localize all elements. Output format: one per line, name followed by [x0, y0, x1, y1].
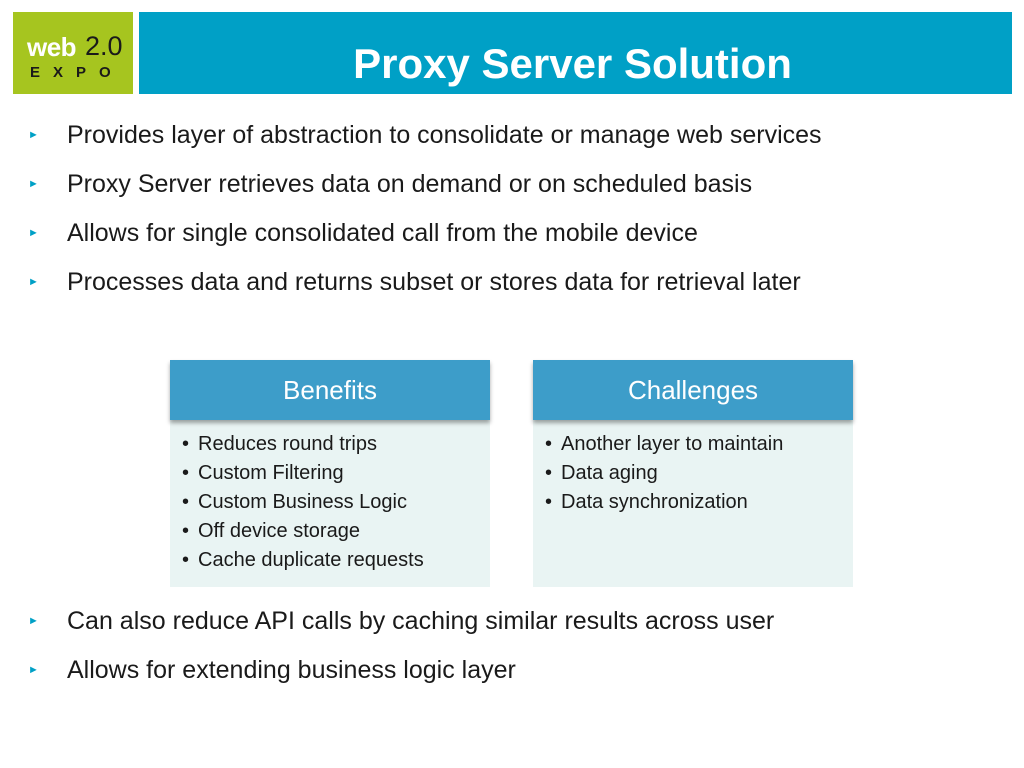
- logo-version-text: 2.0: [85, 31, 123, 61]
- bullet-arrow-icon: ►: [28, 129, 39, 141]
- challenges-item-text: Data aging: [561, 462, 658, 484]
- bullet-dot-icon: •: [182, 491, 190, 513]
- benefits-item-text: Custom Filtering: [198, 462, 344, 484]
- challenges-heading: Challenges: [533, 360, 853, 420]
- slide-title: Proxy Server Solution: [353, 40, 792, 87]
- benefits-item: • Off device storage: [182, 517, 424, 546]
- bullet-text: Processes data and returns subset or sto…: [67, 268, 801, 296]
- challenges-item-text: Data synchronization: [561, 491, 748, 513]
- challenges-item: • Data synchronization: [545, 488, 783, 517]
- bullet-text: Proxy Server retrieves data on demand or…: [67, 170, 753, 198]
- challenges-box: Challenges • Another layer to maintain • D…: [533, 360, 853, 587]
- bullet-dot-icon: •: [182, 549, 190, 571]
- bullet-dot-icon: •: [545, 433, 553, 455]
- benefits-item: • Custom Business Logic: [182, 488, 424, 517]
- bullet-dot-icon: •: [545, 491, 553, 513]
- bullet-dot-icon: •: [182, 462, 190, 484]
- benefits-item-text: Custom Business Logic: [198, 491, 407, 513]
- benefits-item: • Cache duplicate requests: [182, 546, 424, 575]
- bullet-arrow-icon: ►: [28, 178, 39, 190]
- benefits-item: • Reduces round trips: [182, 430, 424, 459]
- benefits-box: Benefits • Reduces round trips • Custom Fi…: [170, 360, 490, 587]
- bullet-dot-icon: •: [545, 462, 553, 484]
- challenges-item-text: Another layer to maintain: [561, 433, 784, 455]
- bullet-arrow-icon: ►: [28, 664, 39, 676]
- benefits-heading: Benefits: [170, 360, 490, 420]
- bullet-text: Can also reduce API calls by caching sim…: [67, 607, 775, 635]
- title-bar: Proxy Server Solution: [139, 12, 1012, 94]
- bullet-arrow-icon: ►: [28, 276, 39, 288]
- bullet-text: Allows for extending business logic laye…: [67, 656, 516, 684]
- benefits-list: • Reduces round trips • Custom Filtering •…: [182, 430, 424, 575]
- benefits-item-text: Reduces round trips: [198, 433, 377, 455]
- bullet-dot-icon: •: [182, 520, 190, 542]
- logo-expo-text: EXPO: [30, 64, 124, 81]
- benefits-item: • Custom Filtering: [182, 459, 424, 488]
- bullet-arrow-icon: ►: [28, 227, 39, 239]
- benefits-item-text: Off device storage: [198, 520, 360, 542]
- challenges-list: • Another layer to maintain • Data aging •…: [545, 430, 783, 517]
- bullet-text: Provides layer of abstraction to consoli…: [67, 121, 822, 149]
- challenges-item: • Another layer to maintain: [545, 430, 783, 459]
- benefits-item-text: Cache duplicate requests: [198, 549, 424, 571]
- challenges-item: • Data aging: [545, 459, 783, 488]
- bullet-dot-icon: •: [182, 433, 190, 455]
- web20-expo-logo: web 2.0 EXPO: [13, 12, 133, 94]
- bullet-arrow-icon: ►: [28, 615, 39, 627]
- bullet-text: Allows for single consolidated call from…: [67, 219, 698, 247]
- logo-web-text: web: [27, 32, 77, 62]
